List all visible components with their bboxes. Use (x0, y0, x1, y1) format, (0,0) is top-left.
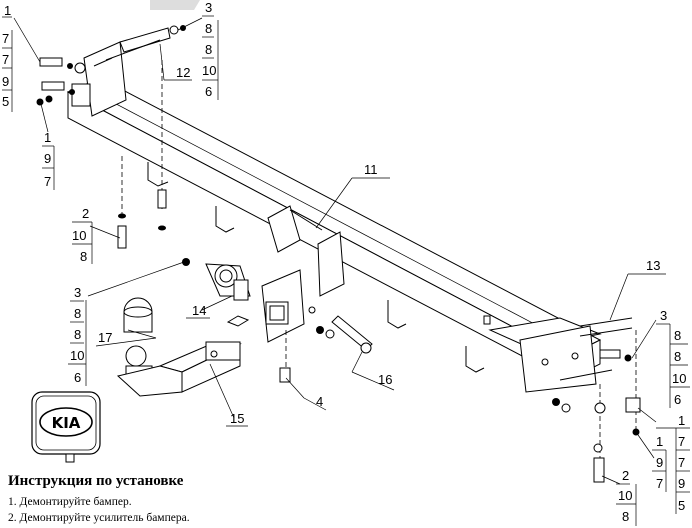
callout-left-2: 2 10 8 (72, 206, 93, 264)
callout-label: 10 (202, 63, 216, 78)
callout-label: 7 (656, 476, 663, 491)
callout-label: 9 (678, 476, 685, 491)
callout-label: 6 (74, 370, 81, 385)
kia-logo: KIA (31, 391, 101, 463)
callout-bottom-right-2: 2 10 8 (616, 468, 637, 526)
assembly-guides (121, 60, 637, 470)
callout-label: 2 (82, 206, 89, 221)
callout-label: 1 (4, 3, 11, 18)
callout-label: 3 (205, 0, 212, 15)
callout-label: 10 (70, 348, 84, 363)
callout-label: 2 (622, 468, 629, 483)
part-label-17: 17 (98, 330, 112, 345)
instruction-step: 2. Демонтируйте усилитель бампера. (8, 512, 190, 524)
part-label-11: 11 (364, 162, 378, 177)
callout-label: 8 (205, 42, 212, 57)
corner-tab (150, 0, 200, 10)
callout-right-1: 1 7 7 9 5 (656, 413, 690, 514)
callout-label: 8 (622, 509, 629, 524)
callout-label: 1 (678, 413, 685, 428)
left-bracket (71, 27, 171, 117)
ball-mount (116, 341, 242, 397)
part-label-12: 12 (176, 65, 190, 80)
callout-label: 1 (656, 434, 663, 449)
callout-label: 1 (44, 130, 51, 145)
callout-label: 7 (678, 434, 685, 449)
right-bracket (488, 317, 633, 393)
part-labels: 12 11 13 14 17 15 16 4 (95, 65, 666, 427)
callout-label: 3 (74, 285, 81, 300)
callout-left-3: 3 8 8 10 6 (68, 285, 87, 386)
callout-left-mid: 1 9 7 (42, 130, 55, 190)
part-label-14: 14 (192, 303, 206, 318)
part-label-13: 13 (646, 258, 660, 273)
callout-label: 8 (74, 327, 81, 342)
callout-label: 10 (72, 228, 86, 243)
callout-label: 9 (44, 151, 51, 166)
callout-label: 3 (660, 308, 667, 323)
callout-label: 10 (618, 488, 632, 503)
part-label-15: 15 (230, 411, 244, 426)
installation-instructions: Инструкция по установке 1. Демонтируйте … (8, 472, 428, 526)
leader-lines (13, 17, 657, 485)
callout-label: 8 (674, 349, 681, 364)
callout-label: 8 (674, 328, 681, 343)
instruction-step: 1. Демонтируйте бампер. (8, 496, 132, 508)
callout-label: 5 (2, 94, 9, 109)
callout-top-center: 3 8 8 10 6 (202, 0, 219, 100)
part-label-4: 4 (316, 394, 323, 409)
center-hitch (261, 205, 345, 343)
flange-plate (205, 263, 251, 301)
part-label-16: 16 (378, 372, 392, 387)
callout-label: 7 (44, 174, 51, 189)
instructions-title: Инструкция по установке (8, 473, 184, 489)
kia-logo-text: KIA (52, 414, 81, 432)
callout-label: 6 (674, 392, 681, 407)
callout-label: 5 (678, 498, 685, 513)
callout-label: 8 (80, 249, 87, 264)
fasteners (36, 25, 641, 483)
callout-label: 9 (2, 74, 9, 89)
callout-label: 7 (2, 52, 9, 67)
callout-label: 6 (205, 84, 212, 99)
callout-right-3: 3 8 8 10 6 (656, 308, 690, 408)
callout-right-inner-1: 1 9 7 (652, 434, 667, 492)
callout-label: 8 (205, 21, 212, 36)
callout-label: 7 (2, 31, 9, 46)
callout-top-left: 1 7 7 9 5 (2, 3, 13, 112)
beam-tabs (147, 162, 485, 373)
callout-label: 8 (74, 306, 81, 321)
callout-label: 9 (656, 455, 663, 470)
locking-pin (226, 315, 373, 354)
callout-label: 7 (678, 455, 685, 470)
callout-label: 10 (672, 371, 686, 386)
